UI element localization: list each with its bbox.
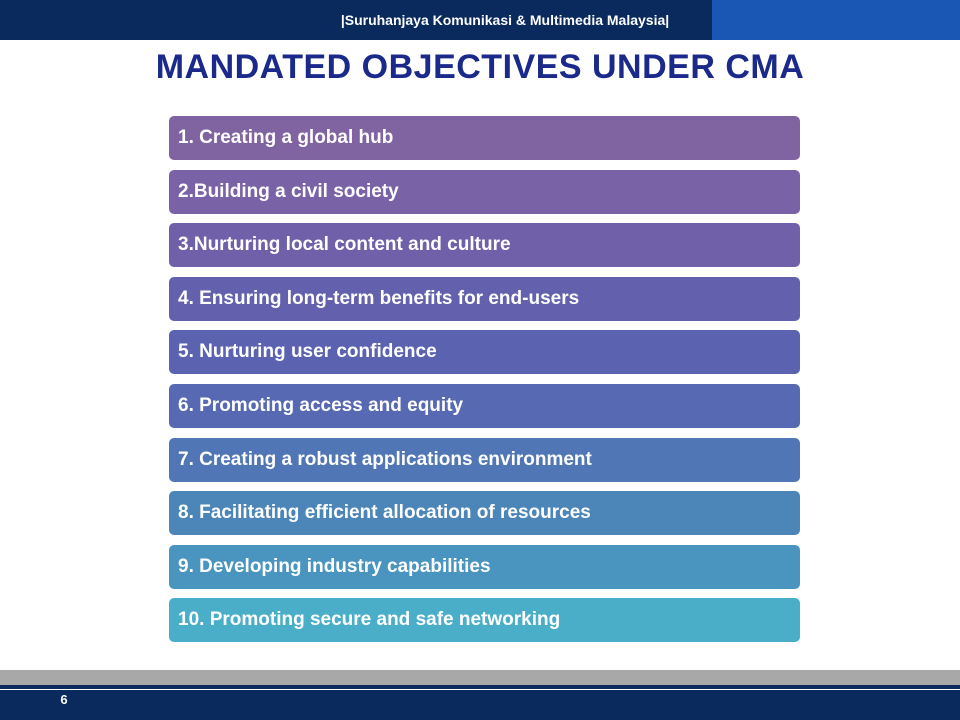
objective-item-6: 6. Promoting access and equity — [169, 383, 800, 428]
objective-item-9: 9. Developing industry capabilities — [169, 544, 800, 589]
objective-item-3: 3.Nurturing local content and culture — [169, 223, 800, 268]
objective-item-10: 10. Promoting secure and safe networking — [169, 598, 800, 643]
header-accent-block — [712, 0, 960, 40]
objectives-list: 1. Creating a global hub 2.Building a ci… — [169, 116, 800, 652]
slide-title: MANDATED OBJECTIVES UNDER CMA — [155, 48, 805, 86]
footer-bar — [0, 685, 960, 720]
objective-item-7: 7. Creating a robust applications enviro… — [169, 437, 800, 482]
objective-item-1: 1. Creating a global hub — [169, 116, 800, 160]
organization-name: |Suruhanjaya Komunikasi & Multimedia Mal… — [340, 12, 670, 28]
objective-item-2: 2.Building a civil society — [169, 169, 800, 214]
objective-item-4: 4. Ensuring long-term benefits for end-u… — [169, 276, 800, 321]
footer-divider — [0, 689, 960, 690]
objective-item-8: 8. Facilitating efficient allocation of … — [169, 491, 800, 536]
page-number: 6 — [60, 692, 68, 707]
objective-item-5: 5. Nurturing user confidence — [169, 330, 800, 375]
footer-stripe — [0, 670, 960, 685]
